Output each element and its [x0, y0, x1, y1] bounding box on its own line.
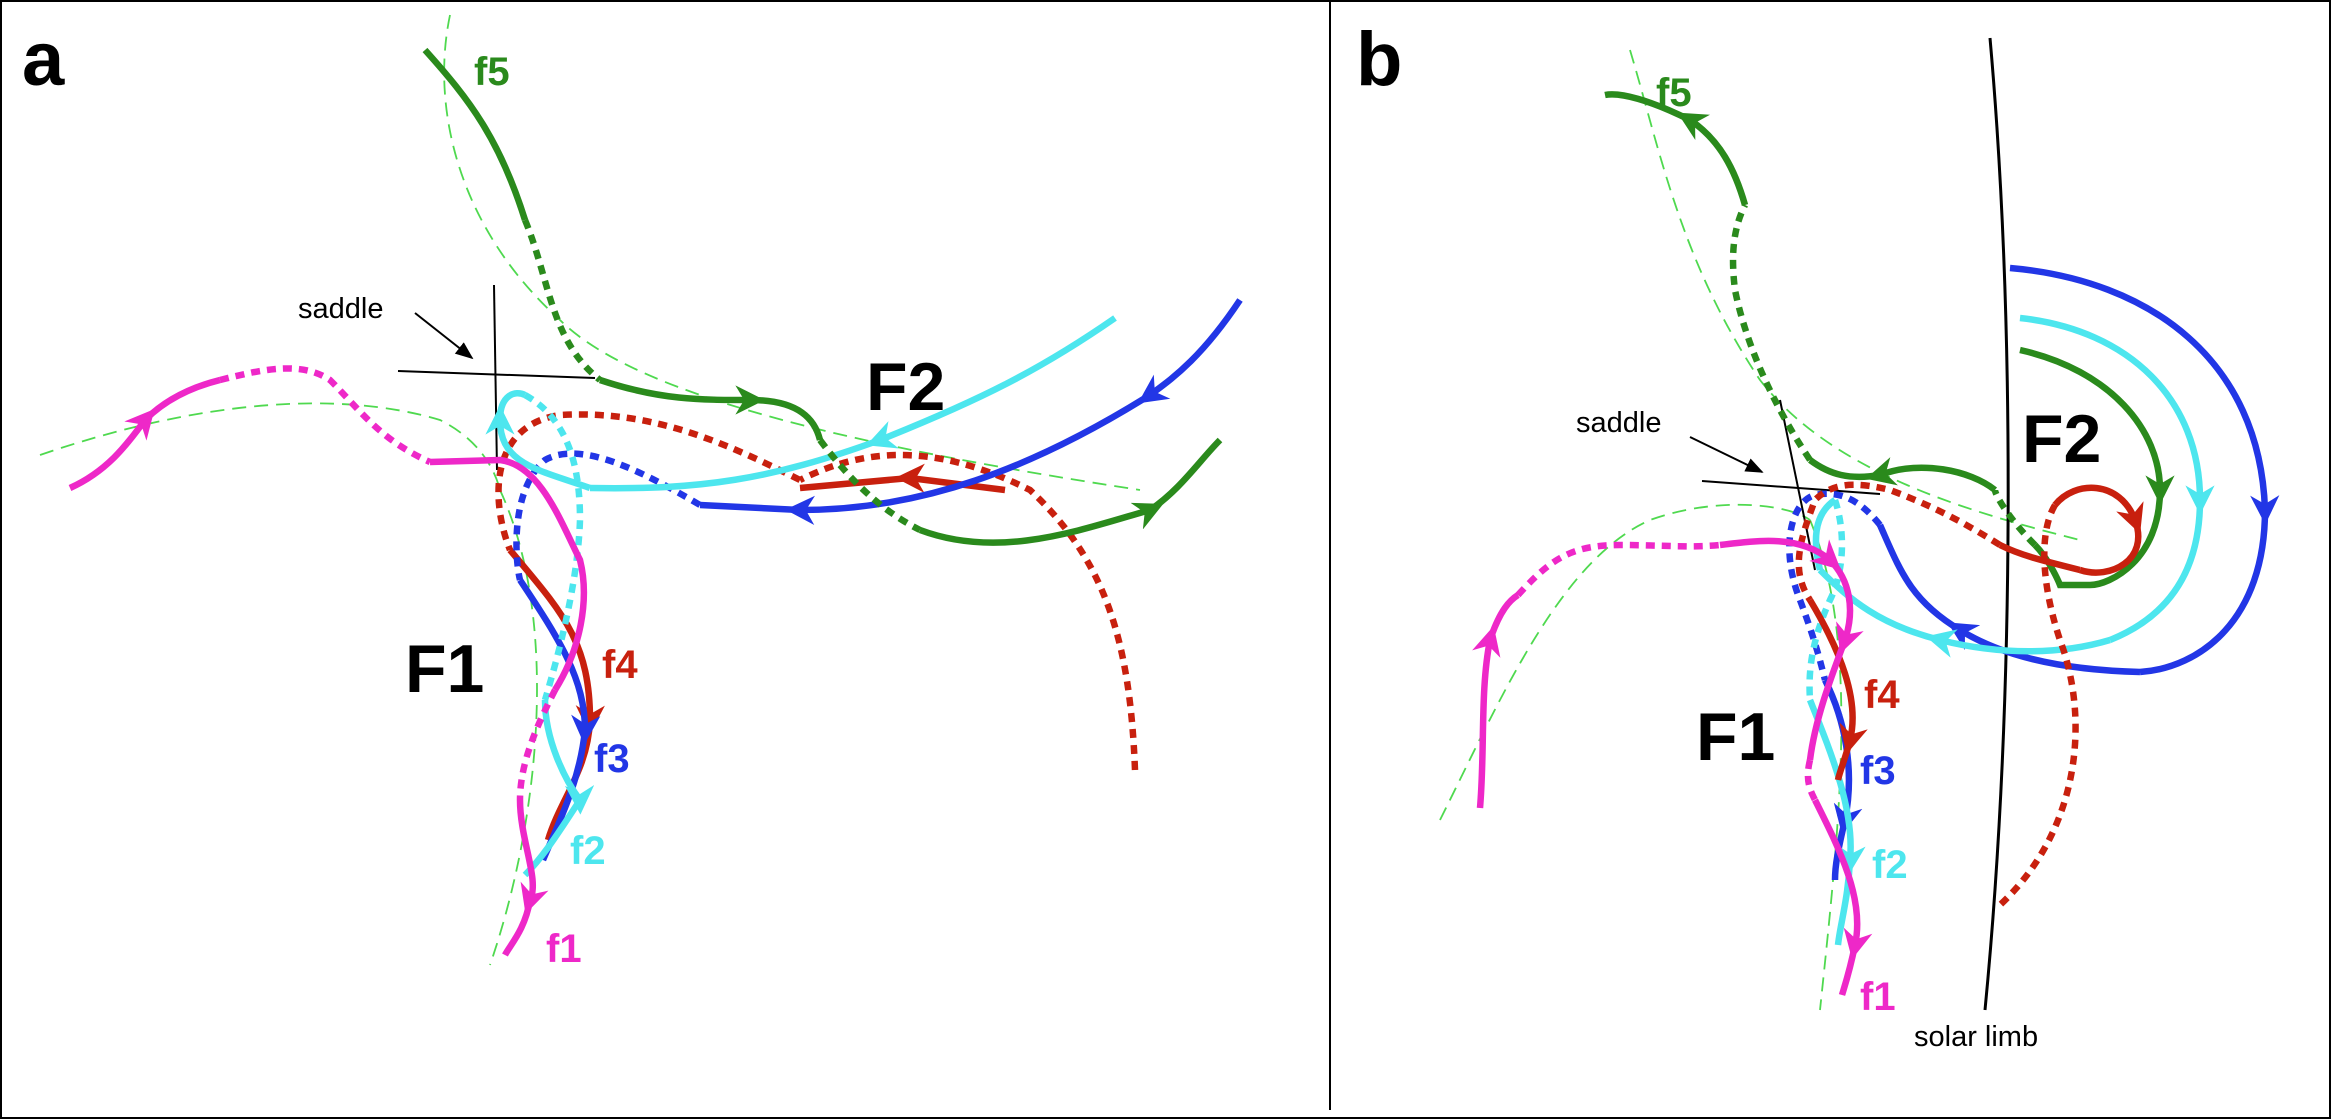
panel-b: b solar limb saddle — [1356, 17, 2280, 1053]
strand-f5-solid-top-b — [1604, 91, 1749, 206]
strand-f5-dotted-a — [521, 218, 603, 383]
strand-f1-solid-top-b — [1719, 537, 1864, 761]
strand-f3-label-a: f3 — [594, 737, 630, 781]
strand-f1-solid-left-b — [1472, 592, 1520, 809]
strand-f1-dotted-bottom-b — [1804, 759, 1818, 802]
strand-f5-solid-arc-b — [2019, 346, 2175, 589]
region-f1-label-b: F1 — [1696, 699, 1775, 775]
region-f2-label-b: F2 — [2022, 401, 2101, 477]
strand-f1-solid-bottom-b — [1812, 798, 1873, 996]
strand-f2-dotted-loop-a — [523, 392, 584, 701]
strand-f3-solid-mid-b — [1877, 523, 2141, 676]
strand-f5-dotted-2-b — [1991, 489, 2038, 548]
strand-f2-label-b: f2 — [1872, 843, 1908, 887]
strand-f4-label-b: f4 — [1864, 673, 1900, 717]
panel-b-letter: b — [1356, 17, 1402, 102]
saddle-arrow-b — [1689, 436, 1764, 473]
strand-f5-solid-end-b — [2032, 542, 2090, 589]
strand-f1-solid-mid-a — [429, 456, 588, 692]
strand-f2-solid-bottom-b — [1806, 698, 1866, 946]
strand-f5-solid-mid-a — [598, 376, 824, 441]
strand-f1-label-b: f1 — [1860, 975, 1896, 1019]
guide-f1-horizontal-b — [1439, 503, 1811, 821]
saddle-vertical-a — [493, 284, 498, 471]
guide-f1-horizontal-a — [39, 402, 501, 491]
strand-f3-solid-arc-b — [2009, 264, 2280, 676]
strand-f1-label-a: f1 — [546, 927, 582, 971]
strand-f3-solid-top-a — [699, 298, 1243, 525]
saddle-line-2-b — [1779, 399, 1816, 571]
strand-f2-solid-bottom-a — [522, 699, 595, 878]
guide-f5-b — [1629, 49, 2081, 541]
panel-a-letter: a — [22, 17, 65, 102]
strand-f3-solid-bottom-a — [517, 578, 601, 862]
strand-f4-solid-mid-b — [1998, 542, 2081, 574]
strand-f4-label-a: f4 — [602, 643, 638, 687]
saddle-arrow-a — [414, 312, 474, 360]
region-f2-label-a: F2 — [866, 349, 945, 425]
strand-f5-solid-end-a — [918, 437, 1223, 546]
strand-f5-label-b: f5 — [1656, 71, 1692, 115]
strand-f5-label-a: f5 — [474, 50, 510, 94]
strand-f3-dotted-a — [513, 450, 702, 581]
solar-limb-label: solar limb — [1914, 1021, 2038, 1053]
strand-f1-dotted-bottom-a — [516, 688, 558, 801]
strand-f5-solid-mid-b — [1808, 457, 1998, 493]
strand-f2-solid-mid-a — [485, 390, 592, 492]
strand-f1-dotted-top-b — [1515, 541, 1721, 598]
strand-f1-dotted-top-a — [219, 365, 432, 465]
strand-f1-solid-bottom-a — [502, 799, 549, 957]
saddle-horizontal-a — [397, 370, 596, 379]
strand-f5-dotted-2-a — [817, 438, 922, 533]
strand-f2-label-a: f2 — [570, 829, 606, 873]
strand-f2-solid-top-a — [589, 315, 1117, 492]
solar-limb-line — [1983, 37, 2010, 1011]
panel-a: a saddle — [22, 14, 1243, 971]
saddle-line-1-b — [1701, 480, 1881, 495]
strand-f5-solid-top-a — [422, 47, 529, 221]
saddle-label-b: saddle — [1576, 407, 1661, 439]
strand-f4-dotted-arc-b — [1795, 481, 2002, 602]
strand-f4-dotted-arc-a — [495, 411, 802, 552]
saddle-label-a: saddle — [298, 293, 383, 325]
strand-f4-solid-loop-b — [2052, 484, 2144, 576]
region-f1-label-a: F1 — [405, 631, 484, 707]
strand-f4-dotted-b — [1997, 503, 2079, 908]
strand-f2-solid-arc-b — [2019, 314, 2215, 644]
strand-f3-label-b: f3 — [1860, 749, 1896, 793]
strand-f4-dotted-start-a — [798, 451, 1139, 771]
strand-f5-dotted-b — [1729, 203, 1813, 462]
guide-f1-vertical-a — [489, 489, 538, 966]
strand-f1-solid-left-a — [68, 376, 221, 491]
